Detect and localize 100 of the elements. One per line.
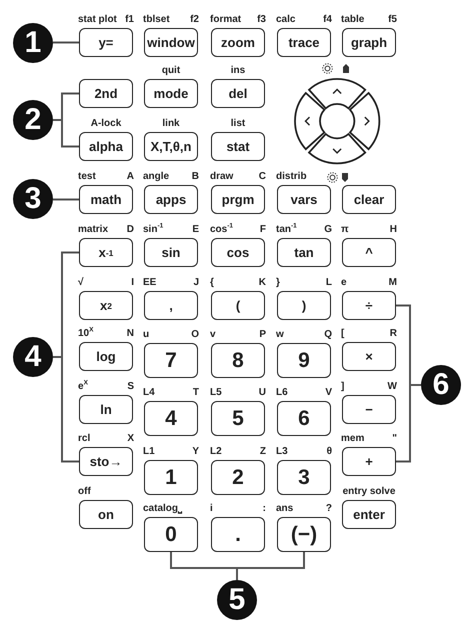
callout-number: 6 (421, 365, 461, 405)
calculator-key: y= (79, 28, 133, 57)
secondary-function-label: rcl (78, 433, 90, 445)
secondary-function-label: i (210, 503, 213, 515)
calculator-key: graph (342, 28, 396, 57)
calculator-key: stat (211, 132, 265, 161)
secondary-function-label: ins (230, 65, 246, 77)
calculator-key: on (79, 500, 133, 529)
calculator-key: window (144, 28, 198, 57)
secondary-function-label: test (78, 171, 96, 183)
calculator-key: ( (211, 291, 265, 320)
secondary-function-label: sin$^{-1}$ (143, 224, 164, 236)
secondary-function-label: Q (324, 329, 332, 341)
calculator-key: trace (277, 28, 331, 57)
calculator-key: 6 (277, 401, 331, 436)
secondary-function-label: angle (143, 171, 170, 183)
secondary-function-label: K (258, 277, 266, 289)
secondary-function-label: " (392, 433, 397, 445)
secondary-function-label: L5 (210, 387, 222, 399)
secondary-function-label: A-lock (90, 118, 122, 130)
secondary-function-label: ] (341, 381, 344, 393)
secondary-function-label: e$^{X}$ (78, 381, 88, 393)
secondary-function-label: f2 (190, 14, 199, 26)
secondary-function-label: I (131, 277, 134, 289)
secondary-function-label: O (191, 329, 199, 341)
callout-number: 1 (13, 23, 53, 63)
secondary-function-label: : (262, 503, 266, 515)
secondary-function-label: ? (326, 503, 332, 515)
leader-line (53, 198, 79, 200)
calculator-key: prgm (211, 185, 265, 214)
callout-number: 4 (13, 337, 53, 377)
secondary-function-label: T (192, 387, 199, 399)
calculator-key: 7 (144, 343, 198, 378)
secondary-function-label: 10$^{X}$ (78, 328, 94, 340)
secondary-function-label: off (78, 486, 91, 498)
calculator-key: enter (342, 500, 396, 529)
secondary-function-label: tblset (143, 14, 170, 26)
calculator-key: ÷ (342, 291, 396, 320)
calculator-key: + (342, 447, 396, 476)
secondary-function-label: calc (276, 14, 296, 26)
secondary-function-label: format (210, 14, 242, 26)
secondary-function-label: W (388, 381, 397, 393)
secondary-function-label: { (210, 277, 214, 289)
secondary-function-label: E (192, 224, 199, 236)
calculator-key: cos (211, 238, 265, 267)
calculator-key: sin (144, 238, 198, 267)
secondary-function-label: [ (341, 328, 344, 340)
secondary-function-label: √ (78, 277, 84, 289)
secondary-function-label: Z (260, 446, 266, 458)
secondary-function-label: Y (192, 446, 199, 458)
secondary-function-label: θ (326, 446, 332, 458)
leader-line (53, 356, 79, 462)
secondary-function-label: u (143, 329, 150, 341)
secondary-function-label: v (210, 329, 216, 341)
secondary-function-label: M (388, 277, 397, 289)
secondary-function-label: f4 (323, 14, 332, 26)
calculator-key: del (211, 79, 265, 108)
secondary-function-label: C (258, 171, 266, 183)
calculator-key: zoom (211, 28, 265, 57)
callout-number: 3 (13, 179, 53, 219)
secondary-function-label: L (326, 277, 332, 289)
calculator-key: log (79, 342, 133, 371)
calculator-key: 4 (144, 401, 198, 436)
leader-line (53, 42, 79, 44)
secondary-function-label: F (260, 224, 266, 236)
secondary-function-label: stat plot (78, 14, 117, 26)
secondary-function-label: quit (162, 65, 180, 77)
calculator-key: (−) (277, 517, 331, 552)
calculator-key: ln (79, 395, 133, 424)
secondary-function-label: link (162, 118, 180, 130)
calculator-key: ^ (342, 238, 396, 267)
secondary-function-label: H (390, 224, 397, 236)
secondary-function-label: w (276, 329, 284, 341)
secondary-function-label: L1 (143, 446, 155, 458)
secondary-function-label: tan$^{-1}$ (276, 224, 297, 236)
calculator-key: − (342, 395, 396, 424)
secondary-function-label: EE (143, 277, 156, 289)
secondary-function-label: list (230, 118, 246, 130)
secondary-function-label: entry solve (342, 486, 396, 498)
arrow-key (348, 92, 380, 150)
calculator-key: × (342, 342, 396, 371)
calculator-key: math (79, 185, 133, 214)
secondary-function-label: ans (276, 503, 294, 515)
calculator-key: 2 (211, 460, 265, 495)
leader-line (396, 384, 421, 462)
secondary-function-label: N (126, 328, 134, 340)
secondary-function-label: matrix (78, 224, 108, 236)
calculator-key: , (144, 291, 198, 320)
calculator-key: 3 (277, 460, 331, 495)
callout-number: 5 (217, 580, 257, 620)
arrow-key (308, 78, 366, 110)
arrow-key (308, 132, 366, 164)
secondary-function-label: table (341, 14, 364, 26)
leader-line (53, 119, 79, 148)
secondary-function-label: mem (341, 433, 364, 445)
secondary-function-label: L6 (276, 387, 288, 399)
calculator-key: 2nd (79, 79, 133, 108)
calculator-key: alpha (79, 132, 133, 161)
secondary-function-label: f1 (125, 14, 134, 26)
calculator-key: sto→ (79, 447, 133, 476)
